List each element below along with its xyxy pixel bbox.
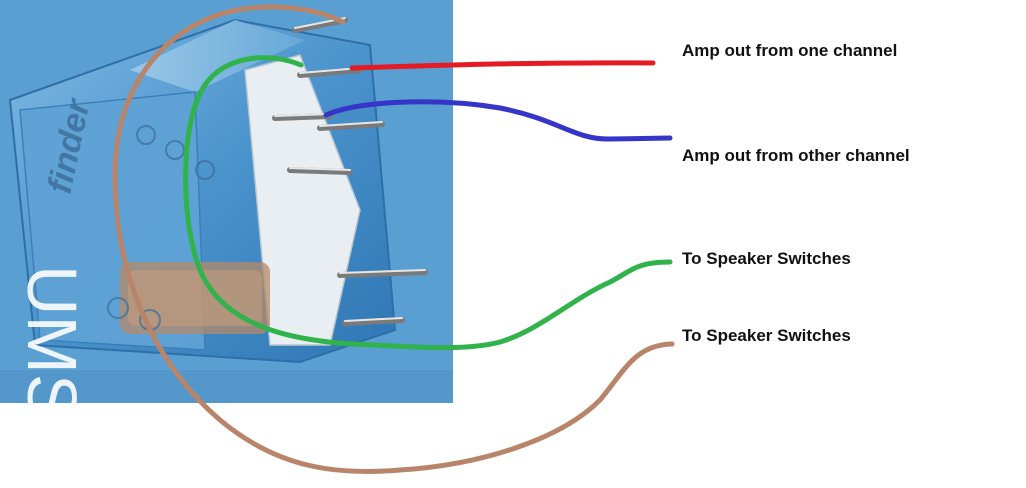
relay-body: [8, 18, 397, 364]
red-wire: [349, 60, 656, 71]
label-amp-out-other-channel: Amp out from other channel: [682, 146, 910, 165]
certification-markings: [107, 125, 215, 331]
ums-watermark: UMS: [13, 265, 91, 421]
green-wire: [183, 55, 673, 351]
label-to-speaker-switches-2: To Speaker Switches: [682, 326, 851, 345]
blue-wire: [323, 99, 673, 142]
photo-bottom-shade: [0, 370, 453, 403]
brown-wire: [112, 4, 675, 475]
label-amp-out-one-channel: Amp out from one channel: [682, 41, 898, 60]
label-to-speaker-switches-1: To Speaker Switches: [682, 249, 851, 268]
